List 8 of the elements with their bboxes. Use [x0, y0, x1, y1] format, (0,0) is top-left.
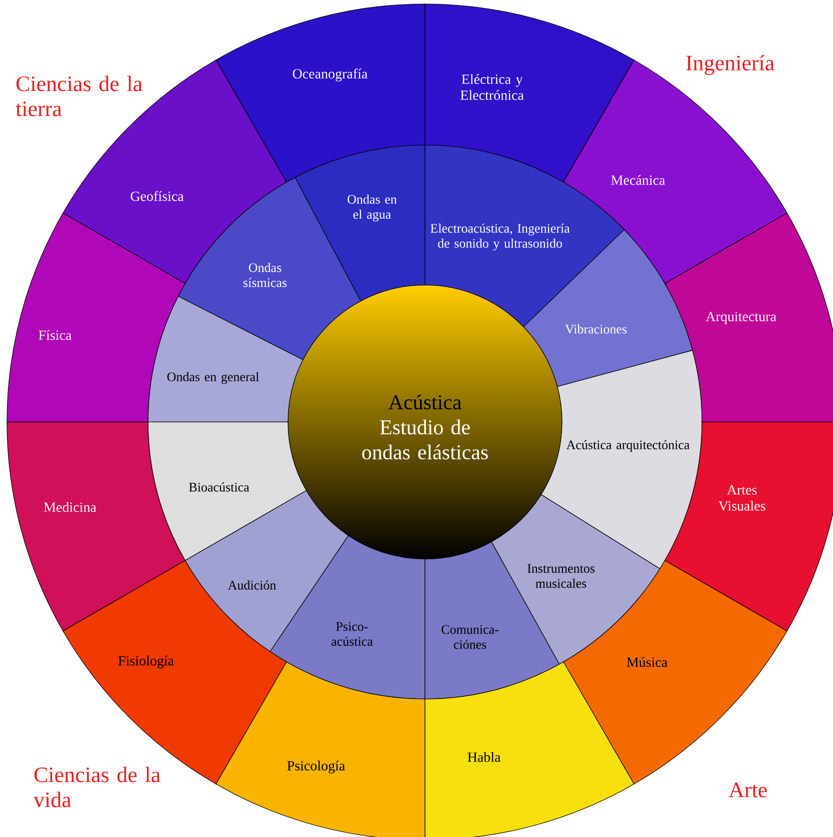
ring-sector: Medicina	[6, 422, 186, 632]
ring-sector: Ondas en general	[148, 296, 304, 422]
ring-sector: Bioacústica	[148, 422, 307, 561]
ring-sector: Oceanografía	[216, 4, 426, 182]
ring-sector: Arquitectura	[664, 212, 833, 422]
ring-sector: Ondas en el agua	[294, 144, 426, 302]
category-label: Arte	[728, 782, 767, 798]
ring-sector: Psicología	[216, 662, 426, 837]
